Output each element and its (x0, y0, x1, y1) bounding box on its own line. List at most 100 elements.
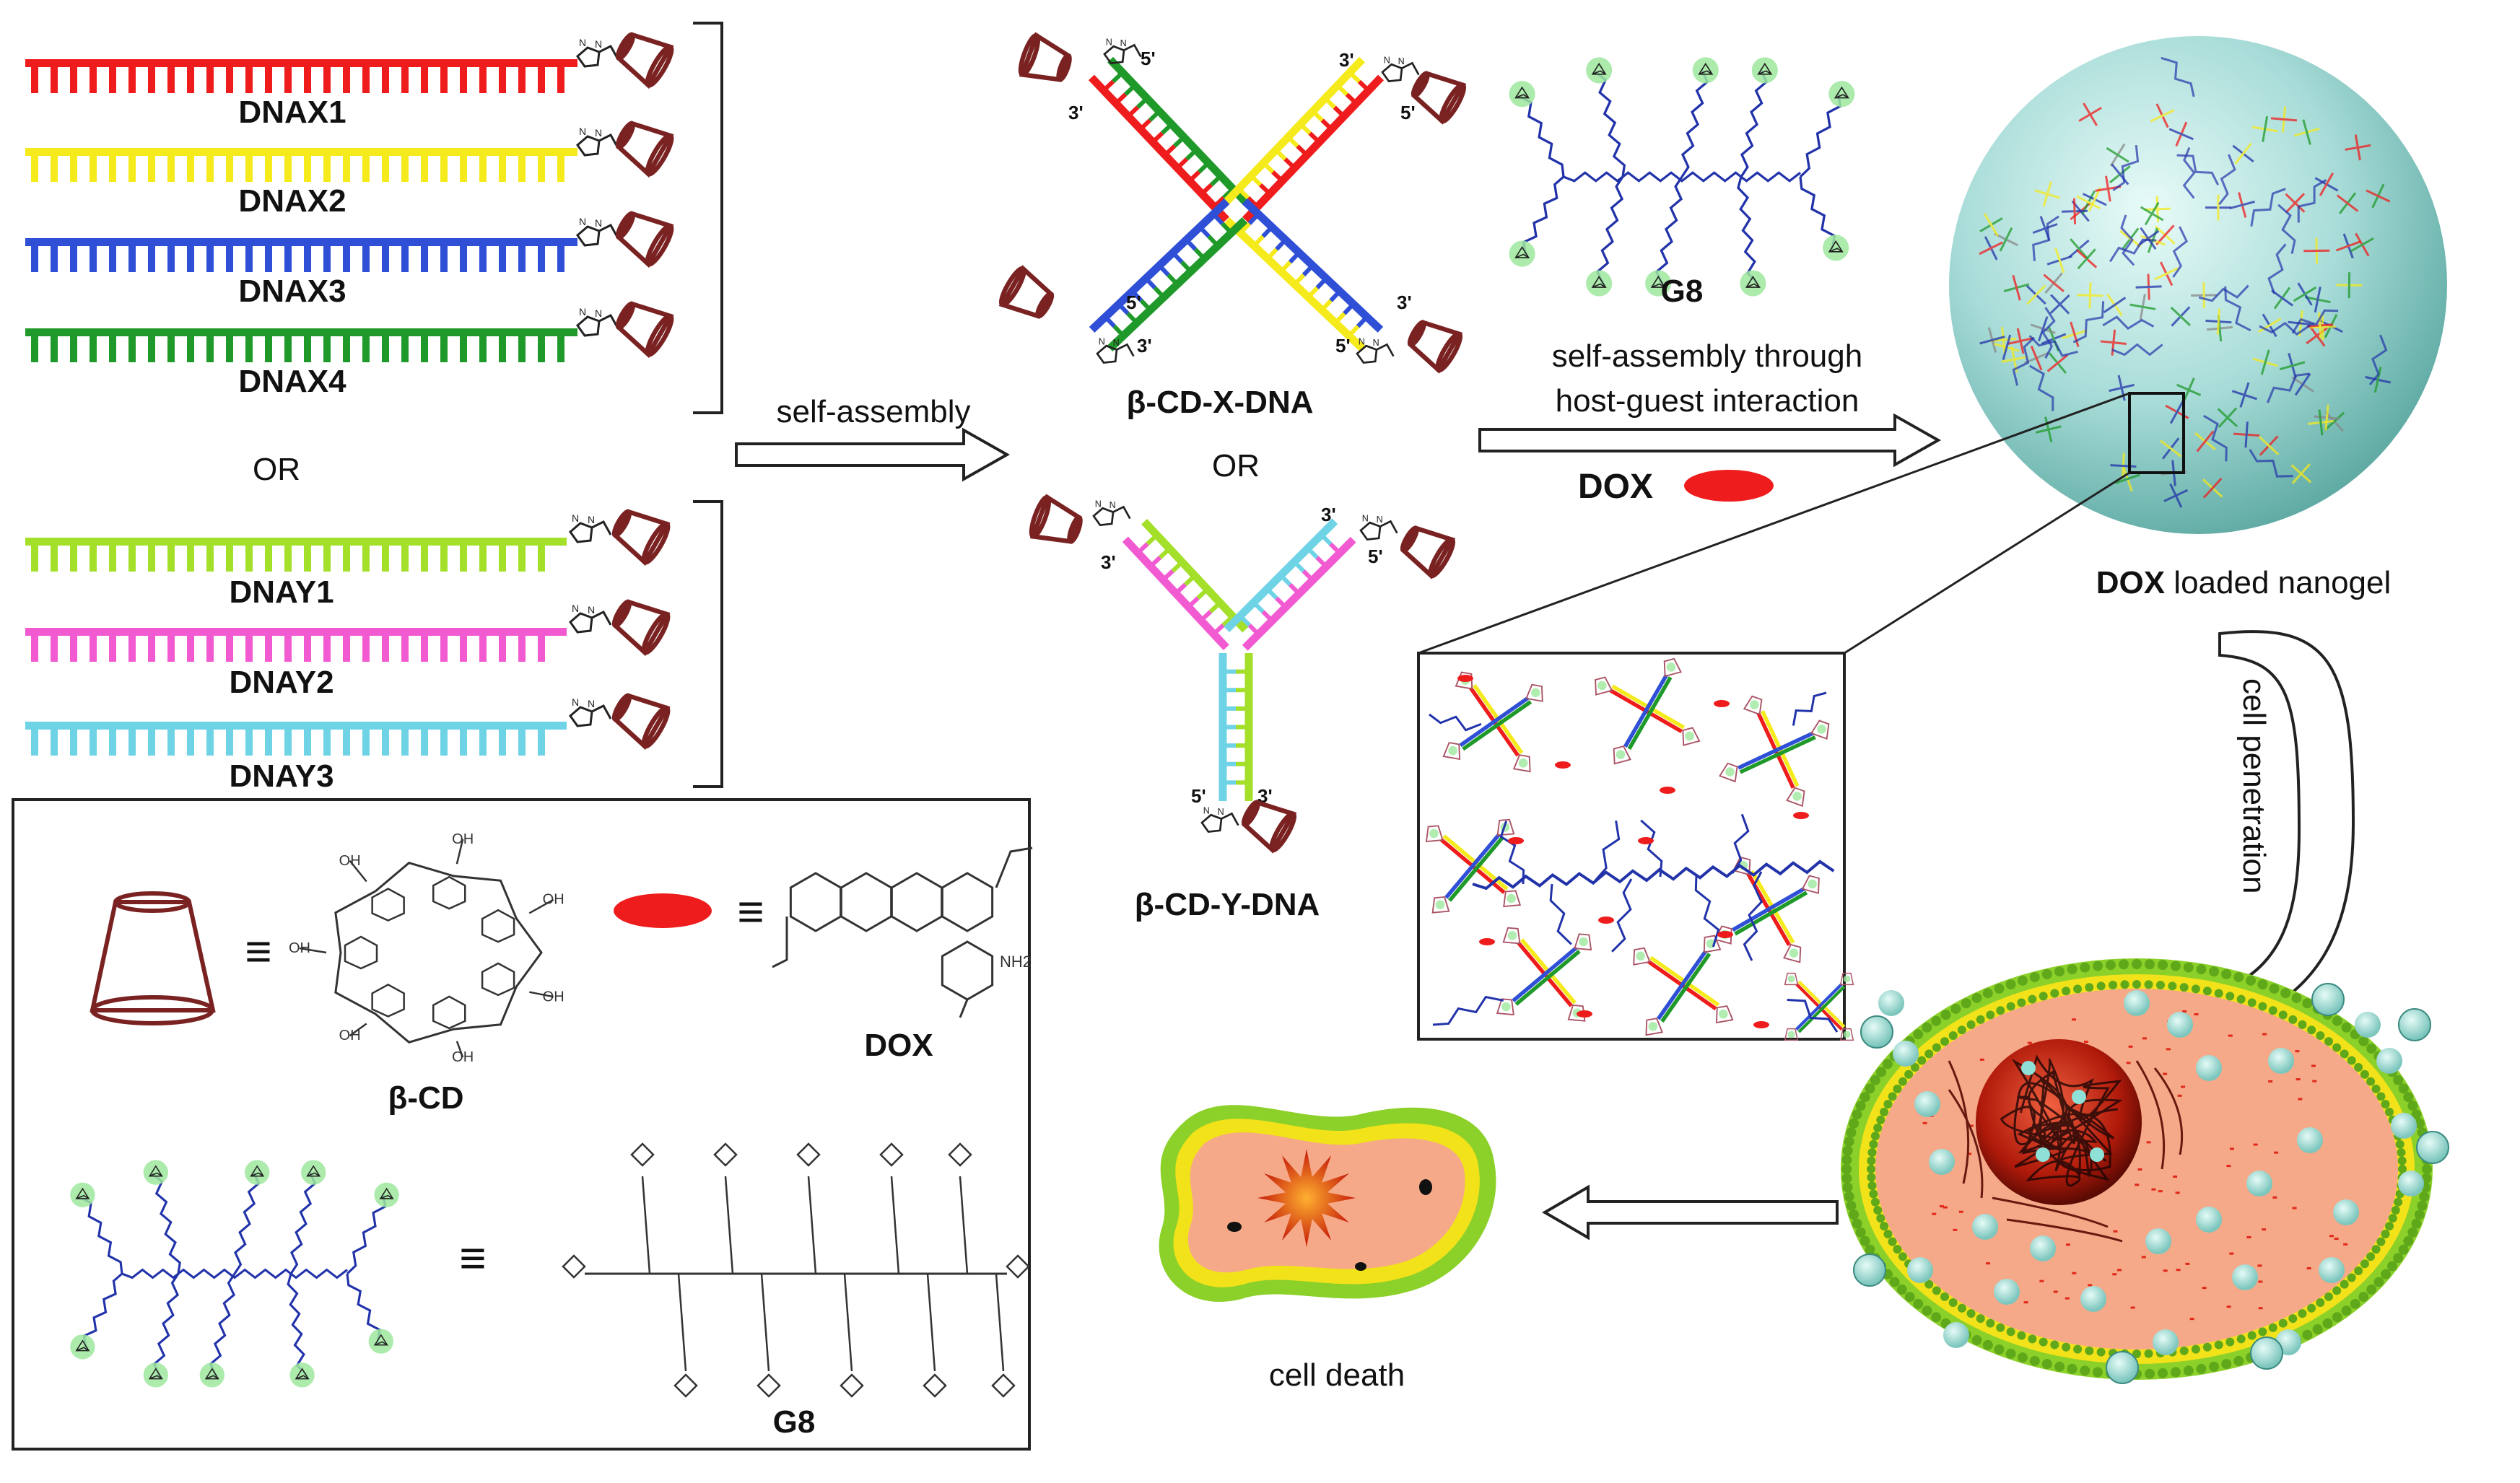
strand-label: DNAX3 (238, 274, 346, 309)
nanogel-label: DOX loaded nanogel (2096, 565, 2392, 600)
svg-text:N: N (579, 306, 586, 318)
strand-end-label: 3' (1137, 335, 1152, 356)
nanogel-particle-icon (2297, 1127, 2323, 1153)
x-dna-crosslinker (1784, 972, 1854, 1041)
nanogel-particle-icon (1972, 1214, 1998, 1240)
adamantane-guest-icon (301, 1160, 326, 1185)
nanogel-particle-icon (2333, 1199, 2359, 1225)
zoom-line-left (1418, 392, 2130, 655)
step2-line2: host-guest interaction (1556, 383, 1860, 419)
dox-molecule-icon (1638, 837, 1654, 844)
g8-legend-label: G8 (773, 1404, 816, 1440)
svg-text:N: N (595, 38, 602, 50)
adamantane-guest-icon (1823, 235, 1849, 261)
equiv-sign-g8: ≡ (459, 1232, 486, 1284)
svg-text:N: N (595, 307, 602, 319)
beta-cd-cup-icon (615, 301, 674, 359)
y-strand-bracket (693, 500, 723, 788)
beta-cd-cup-icon (1407, 320, 1463, 374)
strand-label: DNAY3 (229, 758, 333, 794)
dox-molecule-icon (1714, 700, 1730, 707)
strand-label: DNAY2 (229, 665, 333, 700)
adamantane-guest-icon (143, 1362, 168, 1388)
adamantane-guest-icon (374, 1182, 399, 1207)
step2-arrow (1478, 413, 1942, 468)
y-dna-label: β-CD-Y-DNA (1135, 887, 1320, 922)
nanogel-particle-icon (2268, 1048, 2294, 1074)
dox-molecule-icon (1753, 1021, 1769, 1028)
step1-arrow (735, 427, 1011, 482)
dox-molecule-icon (1793, 812, 1809, 819)
dna-strand-comb (25, 238, 577, 272)
nanogel-particle-icon (2145, 1228, 2171, 1254)
svg-text:N: N (1109, 500, 1116, 510)
beta-cd-cup-icon (1411, 71, 1467, 125)
dna-strand-comb (25, 148, 577, 182)
svg-text:N: N (1120, 38, 1127, 48)
dox-pill-icon (1684, 470, 1774, 502)
duplex-arm (1088, 56, 1249, 223)
x-dna-crosslinker (1496, 927, 1592, 1022)
x-dna-crosslinker (1595, 657, 1701, 765)
duplex-arm (1089, 198, 1248, 352)
hydroxyl-label: OH (339, 853, 361, 869)
nanogel-particle-icon (2196, 1055, 2222, 1081)
dox-molecule-icon (1555, 761, 1571, 769)
x-dna-crosslinker (1719, 695, 1830, 808)
equiv-sign-cd: ≡ (245, 925, 271, 977)
svg-text:N: N (572, 696, 579, 708)
dox-molecule-icon (1479, 938, 1495, 945)
dox-molecule-icon (1598, 917, 1614, 924)
strand-label: DNAX2 (238, 183, 346, 219)
beta-cd-cup-icon (611, 693, 671, 751)
beta-cd-cup-icon (1400, 525, 1456, 579)
nanogel-particle-icon (2080, 1286, 2106, 1312)
dox-molecule-icon (1660, 787, 1675, 794)
or-label-mid: OR (1212, 448, 1260, 484)
adamantane-guest-icon (368, 1329, 393, 1354)
target-cell (1841, 958, 2449, 1384)
x-dna-label: β-CD-X-DNA (1126, 385, 1313, 420)
adamantane-guest-icon (70, 1334, 95, 1360)
adamantane-guest-icon (1509, 240, 1535, 267)
svg-text:N: N (579, 126, 586, 137)
adamantane-guest-icon (1586, 270, 1613, 297)
strand-end-label: 3' (1397, 292, 1412, 313)
nanogel-particle-icon (2355, 1012, 2381, 1038)
nanogel-particle-icon (2319, 1257, 2345, 1283)
nanogel-particle-icon (1994, 1279, 2020, 1305)
duplex-arm (1224, 518, 1356, 651)
svg-text:N: N (1362, 513, 1369, 523)
beta-cd-cup-icon (615, 121, 674, 178)
adamantane-guest-icon (1751, 57, 1778, 84)
strand-label: DNAX4 (238, 364, 346, 399)
dox-structure: NH2 (772, 847, 1033, 1018)
dox-molecule-icon (1577, 1010, 1592, 1018)
beta-cd-cup-icon (611, 599, 671, 657)
amine-label: NH2 (1000, 953, 1032, 971)
adamantane-guest-icon (1586, 57, 1613, 84)
dox-molecule-icon (1457, 675, 1473, 682)
adamantane-guest-icon (143, 1160, 168, 1185)
dox-loaded-nanogel (1949, 36, 2447, 534)
cell-penetration-label: cell penetration (2236, 678, 2272, 893)
step2-line1: self-assembly through (1552, 338, 1862, 374)
dox-molecule-icon (1508, 837, 1524, 844)
beta-cd-cup-icon (611, 509, 671, 566)
beta-cd-cup-icon (998, 265, 1055, 319)
nucleus (1976, 1039, 2142, 1205)
adamantane-guest-icon (289, 1362, 315, 1388)
zoom-line-right (1844, 471, 2130, 655)
nanogel-particle-icon (2246, 1171, 2272, 1197)
